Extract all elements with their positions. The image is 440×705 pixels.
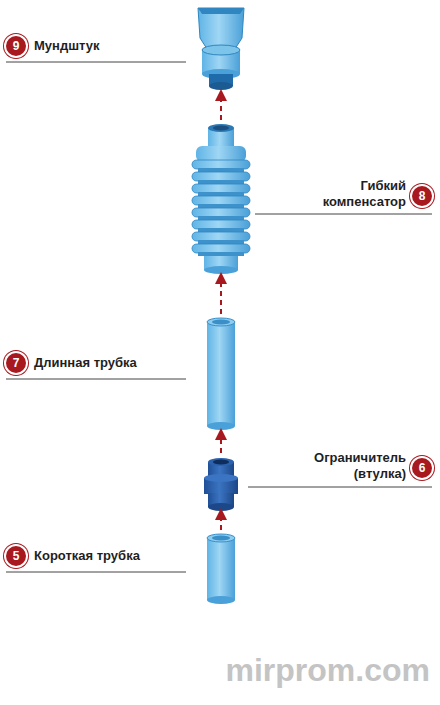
bellows-rib bbox=[192, 208, 250, 217]
bellows-groove bbox=[198, 252, 244, 256]
mouthpiece bbox=[198, 8, 244, 90]
part-name: Ограничитель (втулка) bbox=[286, 450, 406, 482]
bellows-rib bbox=[192, 232, 250, 241]
bellows-groove bbox=[198, 180, 244, 184]
bellows-rib bbox=[192, 172, 250, 181]
callout-number: 5 bbox=[6, 546, 26, 566]
flexible-compensator bbox=[192, 124, 250, 274]
bellows-groove bbox=[198, 228, 244, 232]
watermark: mirprom.com bbox=[226, 652, 430, 688]
callout-number: 6 bbox=[412, 458, 432, 478]
part-name: Мундштук bbox=[34, 38, 99, 54]
bellows-groove bbox=[198, 216, 244, 220]
bellows-rib bbox=[192, 160, 250, 169]
long-tube bbox=[207, 318, 235, 430]
bellows-groove bbox=[198, 168, 244, 172]
callout-number: 8 bbox=[412, 186, 432, 206]
part-name: Гибкий компенсатор bbox=[286, 178, 406, 210]
limiter-bushing bbox=[204, 458, 238, 511]
bellows-rib bbox=[192, 196, 250, 205]
leader-line bbox=[6, 62, 432, 572]
short-tube bbox=[207, 534, 235, 604]
callout-number: 7 bbox=[6, 353, 26, 373]
bellows-rib bbox=[192, 244, 250, 253]
bellows-groove bbox=[198, 192, 244, 196]
bellows-groove bbox=[198, 240, 244, 244]
part-name: Длинная трубка bbox=[34, 355, 137, 371]
bellows-groove bbox=[198, 204, 244, 208]
callout-number: 9 bbox=[6, 36, 26, 56]
bellows-rib bbox=[192, 220, 250, 229]
part-name: Короткая трубка bbox=[34, 548, 140, 564]
bellows-rib bbox=[192, 184, 250, 193]
assembly-arrow bbox=[220, 95, 222, 530]
